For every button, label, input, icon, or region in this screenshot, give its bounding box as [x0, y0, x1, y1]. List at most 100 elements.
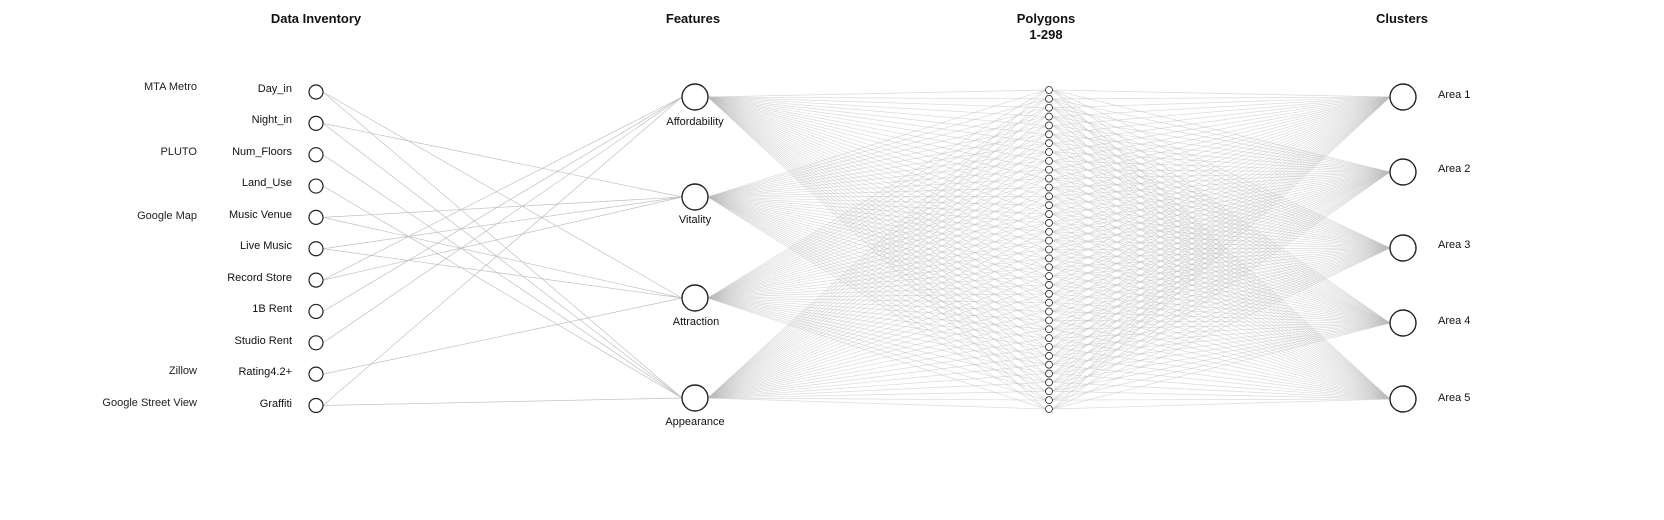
edge-feature-polygon	[707, 297, 1046, 339]
edge-feature-polygon	[707, 96, 1046, 179]
inventory-label: Record Store	[227, 272, 292, 284]
edge-polygon-cluster	[1052, 247, 1391, 357]
edge-feature-polygon	[707, 96, 1046, 259]
edge-feature-polygon	[707, 178, 1046, 299]
feature-node	[681, 284, 709, 312]
polygon-node	[1045, 396, 1053, 405]
edge-feature-polygon	[707, 96, 1046, 250]
edge-feature-polygon	[707, 284, 1046, 399]
edge-feature-polygon	[707, 297, 1046, 374]
edge-feature-polygon	[707, 133, 1046, 198]
edge-feature-polygon	[707, 297, 1046, 383]
edge-feature-polygon	[707, 160, 1046, 198]
edge-inventory-feature	[322, 248, 683, 299]
inventory-label: 1B Rent	[252, 303, 292, 315]
polygon-node	[1045, 351, 1053, 360]
edge-feature-polygon	[707, 178, 1046, 399]
edge-feature-polygon	[707, 116, 1046, 299]
edge-feature-polygon	[707, 96, 1046, 215]
edge-polygon-cluster	[1052, 171, 1391, 410]
edge-polygon-cluster	[1052, 247, 1391, 383]
feature-label: Attraction	[672, 316, 720, 328]
edge-feature-polygon	[707, 297, 1046, 348]
edge-polygon-cluster	[1052, 171, 1391, 188]
inventory-node	[308, 303, 324, 320]
edge-feature-polygon	[707, 204, 1046, 399]
feature-node	[681, 384, 709, 412]
polygon-node	[1045, 148, 1053, 156]
edge-feature-polygon	[707, 98, 1046, 198]
edge-feature-polygon	[707, 297, 1046, 321]
edge-polygon-cluster	[1052, 171, 1391, 374]
edge-feature-polygon	[707, 297, 1046, 357]
polygon-node	[1045, 245, 1053, 254]
edge-inventory-feature	[322, 123, 683, 198]
edge-feature-polygon	[707, 96, 1046, 100]
polygon-node	[1045, 165, 1053, 174]
edge-feature-polygon	[707, 196, 1046, 401]
edge-polygon-cluster	[1052, 322, 1391, 366]
edge-polygon-cluster	[1052, 96, 1391, 215]
edge-feature-polygon	[707, 196, 1046, 206]
title-polygons: Polygons 1-298	[976, 11, 1116, 43]
edge-inventory-feature	[322, 196, 683, 281]
edge-feature-polygon	[707, 96, 1046, 312]
edge-feature-polygon	[707, 196, 1046, 348]
edge-feature-polygon	[707, 320, 1046, 399]
edge-feature-polygon	[707, 160, 1046, 399]
inventory-node	[308, 366, 324, 382]
polygon-node	[1045, 387, 1053, 396]
polygon-node	[1045, 334, 1053, 343]
edge-feature-polygon	[707, 98, 1046, 399]
edge-polygon-cluster	[1052, 96, 1391, 171]
edge-feature-polygon	[707, 196, 1046, 286]
edge-polygon-cluster	[1052, 284, 1391, 324]
edge-feature-polygon	[707, 96, 1046, 330]
edge-feature-polygon	[707, 142, 1046, 198]
inventory-node	[308, 178, 324, 194]
edge-polygon-cluster	[1052, 171, 1391, 321]
edge-feature-polygon	[707, 382, 1046, 399]
edge-polygon-cluster	[1052, 96, 1391, 144]
edge-polygon-cluster	[1052, 320, 1391, 400]
polygon-node	[1045, 263, 1053, 272]
edge-polygon-cluster	[1052, 133, 1391, 173]
edge-polygon-cluster	[1052, 302, 1391, 324]
polygon-node	[1045, 272, 1053, 280]
edge-feature-polygon	[707, 196, 1046, 250]
edge-polygon-cluster	[1052, 171, 1391, 312]
edge-feature-polygon	[707, 266, 1046, 399]
edge-polygon-cluster	[1052, 171, 1391, 295]
edge-polygon-cluster	[1052, 96, 1391, 357]
inventory-node	[308, 241, 324, 257]
edge-polygon-cluster	[1052, 96, 1391, 268]
edge-inventory-feature	[322, 154, 683, 399]
edge-feature-polygon	[707, 196, 1046, 339]
edge-inventory-feature	[322, 196, 683, 218]
edge-polygon-cluster	[1052, 247, 1391, 348]
inventory-label: Graffiti	[259, 398, 292, 410]
edge-feature-polygon	[707, 96, 1046, 303]
edge-feature-polygon	[707, 142, 1046, 399]
edge-polygon-cluster	[1052, 96, 1391, 250]
edge-polygon-cluster	[1052, 247, 1391, 366]
edge-polygon-cluster	[1052, 96, 1391, 179]
edge-feature-polygon	[707, 196, 1046, 268]
edge-feature-polygon	[707, 196, 1046, 295]
edge-polygon-cluster	[1052, 96, 1391, 277]
edge-polygon-cluster	[1052, 96, 1391, 312]
cluster-label: Area 4	[1438, 315, 1471, 327]
edge-polygon-cluster	[1052, 96, 1391, 410]
polygons-title-text: Polygons	[1016, 11, 1076, 26]
edge-feature-polygon	[707, 151, 1046, 299]
edge-feature-polygon	[707, 196, 1046, 330]
feature-label: Appearance	[665, 416, 725, 428]
edge-feature-polygon	[707, 196, 1046, 399]
edge-polygon-cluster	[1052, 96, 1391, 401]
edge-feature-polygon	[707, 96, 1046, 162]
edge-polygon-cluster	[1052, 398, 1391, 410]
polygon-node	[1045, 236, 1053, 245]
edge-polygon-cluster	[1052, 96, 1391, 233]
edge-polygon-cluster	[1052, 96, 1391, 392]
edge-polygon-cluster	[1052, 151, 1391, 173]
